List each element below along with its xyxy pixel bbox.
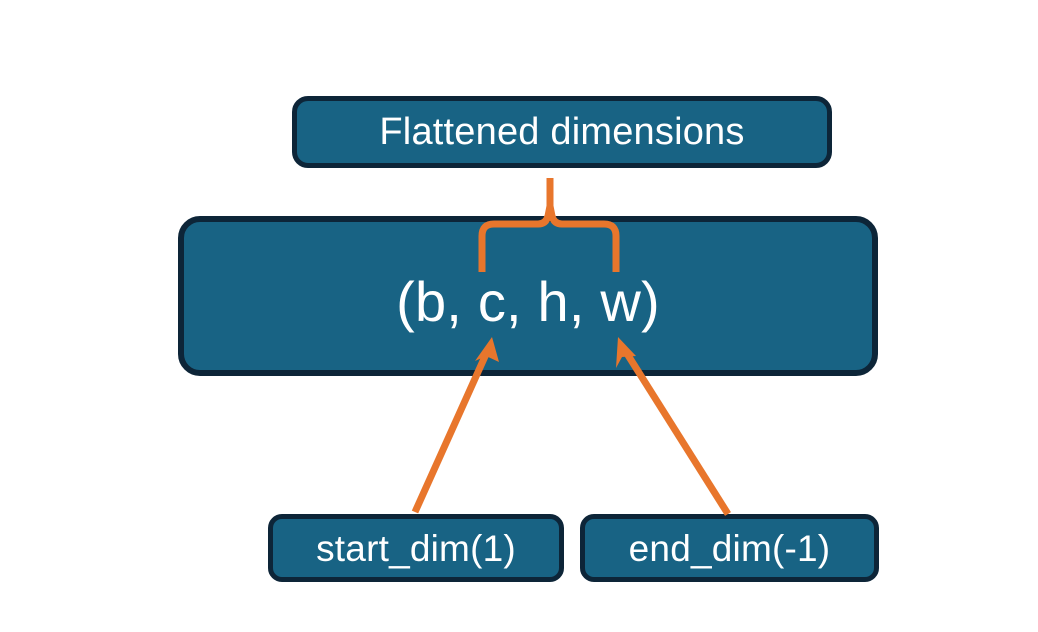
flattened-dimensions-label: Flattened dimensions — [379, 111, 745, 153]
tensor-shape-box: (b, c, h, w) — [178, 216, 878, 376]
start-dim-box: start_dim(1) — [268, 514, 564, 582]
end-dim-label: end_dim(-1) — [628, 527, 831, 569]
end-dim-box: end_dim(-1) — [580, 514, 879, 582]
tensor-shape-label: (b, c, h, w) — [396, 270, 660, 333]
flattened-dimensions-box: Flattened dimensions — [292, 96, 832, 168]
start-dim-label: start_dim(1) — [316, 527, 516, 569]
